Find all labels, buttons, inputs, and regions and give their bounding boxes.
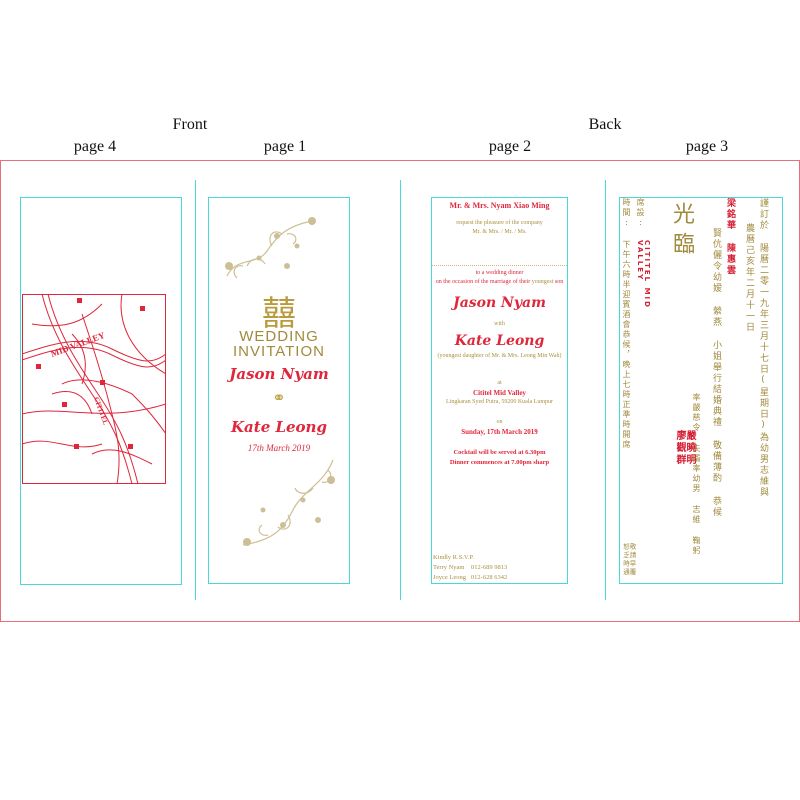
venue-text: CITITEL MID VALLEY: [636, 240, 651, 309]
big-chars-guangling: 光臨: [669, 202, 694, 262]
cocktail-time: Cocktail will be served at 6.30pm: [453, 449, 546, 456]
col-bride-line: 賢伉儷令幼嫒 縈燕 小姐舉行結婚典禮 敬備薄酌 恭候: [711, 228, 721, 518]
bride-parent-note: (youngest daughter of Mr. & Mrs. Leong M…: [437, 353, 562, 359]
bride-name: Kate Leong: [231, 418, 327, 436]
venue-address: Lingkaran Syed Putra, 59200 Kuala Lumpur: [446, 399, 553, 405]
col-lunar: 農曆己亥年二月十一日: [744, 223, 754, 333]
page3-label: page 3: [685, 138, 729, 155]
groom-name: Jason Nyam: [229, 365, 329, 383]
occasion-son: son: [554, 279, 564, 285]
request-line: request the pleasure of the company: [456, 220, 543, 226]
col-venue-label: 席設:: [636, 198, 645, 229]
at-line: at: [497, 380, 502, 386]
detach-line: [432, 265, 567, 266]
location-map: MID VALLEY CITITEL: [22, 294, 166, 484]
col-rsvp: 敬請早覆 恕乏時通: [621, 543, 637, 577]
rsvp-contact-1: Terry Nyam 012-689 9813: [433, 564, 508, 571]
title-invitation: INVITATION: [233, 343, 325, 360]
rsvp-title: Kindly R.S.V.P.: [433, 554, 474, 561]
map-hotel-label: CITITEL: [92, 396, 110, 426]
rings-icon: ⚭: [272, 390, 286, 407]
col-time: 下午六時半迎賓酒會恭候，晚上七時正準時開席: [622, 240, 631, 450]
double-happiness-emblem: 囍: [262, 294, 296, 334]
with-line: with: [494, 321, 505, 327]
on-line: on: [496, 419, 503, 425]
page1-panel: 囍 WEDDING INVITATION Jason Nyam ⚭ Kate L…: [208, 197, 350, 584]
col-venue: CITITEL MID VALLEY: [636, 240, 651, 340]
floral-decoration-bottom: [242, 459, 335, 546]
page3-panel: 光臨 謹訂於 陽曆二零一九年三月十七日(星期日)為幼男志維與 農曆己亥年二月十一…: [619, 197, 783, 584]
col-date: 謹訂於 陽曆二零一九年三月十七日(星期日)為幼男志維與: [758, 198, 768, 498]
venue-name: Cititel Mid Valley: [473, 389, 526, 397]
col-hosts-line: 率嚴慈令 夫婿率幼男 志維 鞠躬: [692, 393, 701, 556]
map-brand-label: MID VALLEY: [49, 330, 106, 359]
page4-panel: MID VALLEY CITITEL: [20, 197, 182, 585]
page2-groom-name: Jason Nyam: [453, 295, 546, 311]
host-names: Mr. & Mrs. Nyam Xiao Ming: [449, 201, 550, 210]
page2-label: page 2: [488, 138, 532, 155]
fold-line-3: [605, 180, 606, 600]
back-label: Back: [588, 116, 622, 133]
front-label: Front: [172, 116, 208, 133]
event-date: Sunday, 17th March 2019: [461, 428, 538, 436]
guest-line: Mr. & Mrs. / Mr. / Ms.: [472, 229, 527, 235]
dinner-time: Dinner commences at 7.00pm sharp: [449, 459, 550, 466]
col-time-label: 時間:: [622, 198, 631, 229]
occasion-text: on the occasion of the marriage of their: [435, 279, 531, 285]
fold-line-1: [195, 180, 196, 600]
page1-label: page 1: [263, 138, 307, 155]
occasion-youngest: youngest: [531, 279, 554, 285]
fold-line-2: [400, 180, 401, 600]
page4-label: page 4: [73, 138, 117, 155]
page2-panel: Mr. & Mrs. Nyam Xiao Ming request the pl…: [431, 197, 568, 584]
col-host-parents: 嚴曉明 廖觀群: [674, 430, 695, 466]
floral-decoration-top: [225, 217, 316, 279]
cover-date: 17th March 2019: [247, 443, 311, 453]
title-wedding: WEDDING: [239, 328, 319, 345]
col-bride-parents: 梁銘華 陳惠雲: [725, 198, 735, 276]
occasion-line: on the occasion of the marriage of their…: [432, 279, 567, 285]
rsvp-contact-2: Joyce Leong 012-628 6342: [433, 574, 508, 581]
dinner-line: to a wedding dinner: [475, 270, 524, 276]
page2-bride-name: Kate Leong: [454, 333, 545, 349]
